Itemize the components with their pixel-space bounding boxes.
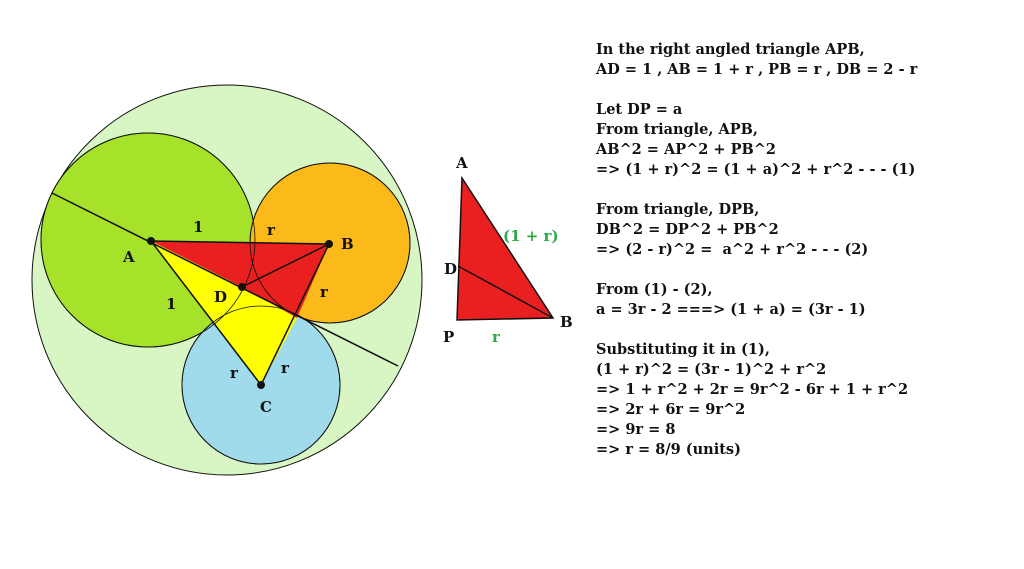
- label-bc-radius-b: r: [320, 283, 329, 301]
- label-a: A: [122, 248, 135, 266]
- label-ab-radius-a: 1: [193, 218, 203, 236]
- point-b: [325, 240, 333, 248]
- solution-line: AB^2 = AP^2 + PB^2: [596, 141, 777, 158]
- point-c: [257, 381, 265, 389]
- solution-line: From triangle, APB,: [596, 121, 758, 138]
- solution-paragraph: From triangle, DPB, DB^2 = DP^2 + PB^2 => …: [596, 200, 1016, 260]
- edge-ca: [150, 240, 262, 386]
- label-c-radius-left: r: [230, 364, 239, 382]
- solution-line: a = 3r - 2 ===> (1 + a) = (3r - 1): [596, 301, 866, 318]
- solution-text: In the right angled triangle APB, AD = 1 …: [596, 40, 1016, 480]
- solution-line: In the right angled triangle APB,: [596, 41, 865, 58]
- solution-line: DB^2 = DP^2 + PB^2: [596, 221, 779, 238]
- label-d: D: [214, 288, 227, 306]
- solution-line: Let DP = a: [596, 101, 683, 118]
- solution-line: (1 + r)^2 = (3r - 1)^2 + r^2: [596, 361, 827, 378]
- point-a: [147, 237, 155, 245]
- circle-a-outline: [40, 132, 256, 348]
- triangle-dbp: [242, 244, 329, 318]
- right-label-a: A: [455, 154, 468, 172]
- right-label-pb: r: [492, 328, 501, 346]
- label-c-radius-right: r: [281, 359, 290, 377]
- right-label-p: P: [443, 328, 454, 346]
- solution-line: => 1 + r^2 + 2r = 9r^2 - 6r + 1 + r^2: [596, 381, 909, 398]
- solution-line: => (2 - r)^2 = a^2 + r^2 - - - (2): [596, 241, 869, 258]
- circle-c-outline: [181, 305, 341, 465]
- solution-paragraph: Let DP = a From triangle, APB, AB^2 = AP^2…: [596, 100, 1016, 180]
- edge-ab: [150, 240, 330, 245]
- right-label-d: D: [444, 260, 457, 278]
- triangle-abd: [151, 241, 329, 287]
- solution-line: => (1 + r)^2 = (1 + a)^2 + r^2 - - - (1): [596, 161, 916, 178]
- solution-line: => 9r = 8: [596, 421, 676, 438]
- label-ab-radius-b: r: [267, 221, 276, 239]
- label-b: B: [341, 235, 354, 253]
- solution-line: From (1) - (2),: [596, 281, 713, 298]
- solution-line: AD = 1 , AB = 1 + r , PB = r , DB = 2 - …: [596, 61, 918, 78]
- label-ac-radius-a: 1: [166, 295, 176, 313]
- solution-line: => r = 8/9 (units): [596, 441, 741, 458]
- solution-line: => 2r + 6r = 9r^2: [596, 401, 746, 418]
- solution-line: Substituting it in (1),: [596, 341, 770, 358]
- solution-line: From triangle, DPB,: [596, 201, 760, 218]
- right-triangle-apb: [456, 175, 555, 321]
- solution-paragraph: From (1) - (2), a = 3r - 2 ===> (1 + a) =…: [596, 280, 1016, 320]
- edge-db: [241, 243, 330, 288]
- triangle-adc: [151, 241, 297, 385]
- point-d: [238, 283, 246, 291]
- right-label-ab: (1 + r): [503, 227, 559, 245]
- diameter-line: [51, 192, 399, 367]
- segment-db: [457, 265, 554, 319]
- label-c: C: [260, 398, 272, 416]
- right-label-b: B: [560, 313, 573, 331]
- solution-paragraph: Substituting it in (1), (1 + r)^2 = (3r -…: [596, 340, 1016, 460]
- solution-paragraph: In the right angled triangle APB, AD = 1 …: [596, 40, 1016, 80]
